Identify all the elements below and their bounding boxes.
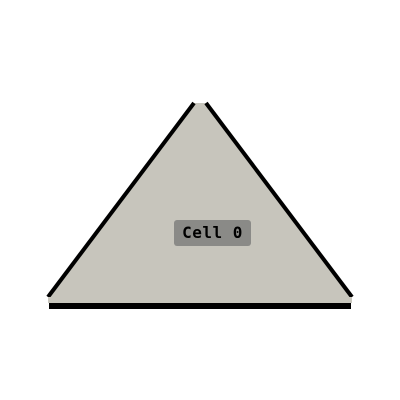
triangle-right-edge <box>204 101 354 299</box>
triangle-base-band <box>48 297 352 303</box>
triangle-base-edge <box>49 303 351 309</box>
triangle-left-edge <box>46 101 196 299</box>
cell-label: Cell 0 <box>174 220 251 246</box>
triangle-cell[interactable] <box>48 103 352 297</box>
